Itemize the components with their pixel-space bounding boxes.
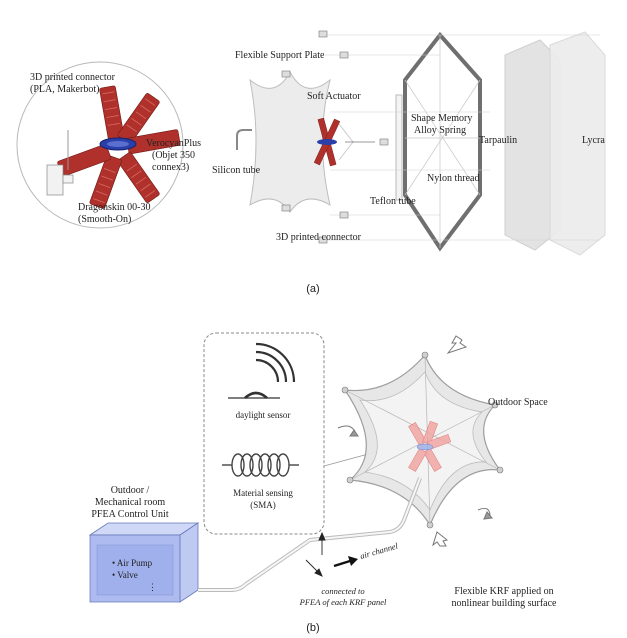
soft-actuator-icon — [313, 117, 354, 167]
sma-spring-frame — [403, 31, 482, 252]
verocyan-label-3: connex3) — [152, 162, 189, 173]
nylon-thread-label: Nylon thread — [427, 173, 480, 184]
flexible-krf-label-1: Flexible KRF applied on — [454, 586, 553, 597]
connector-markers — [281, 30, 389, 244]
panel-b: daylight sensor Material sensing (SMA) — [88, 332, 558, 634]
verocyan-label-2: (Objet 350 — [152, 150, 195, 161]
soft-actuator-label: Soft Actuator — [307, 91, 361, 102]
bottom-connector-label: 3D printed connector — [276, 232, 362, 243]
control-label-2: Mechanical room — [95, 497, 165, 508]
dragonskin-label-2: (Smooth-On) — [78, 214, 131, 225]
shape-memory-label-2: Alloy Spring — [414, 125, 466, 136]
panel-a: 3D printed connector (PLA, Makerbot) Ver… — [16, 30, 606, 295]
silicon-tube-label: Silicon tube — [212, 165, 261, 176]
air-channel-label: air channel — [359, 540, 400, 561]
lycra-label: Lycra — [582, 135, 605, 146]
control-label-1: Outdoor / — [111, 485, 150, 496]
control-label-3: PFEA Control Unit — [91, 509, 168, 520]
actuator-detail-icon — [46, 85, 181, 209]
branch-arrows — [305, 531, 326, 577]
connected-label-1: connected to — [321, 586, 364, 596]
caption-a: (a) — [306, 283, 319, 295]
flexible-support-plate-label: Flexible Support Plate — [235, 50, 325, 61]
connected-label-2: PFEA of each KRF panel — [299, 597, 387, 607]
sensor-box — [203, 332, 325, 535]
teflon-tube-label: Teflon tube — [370, 196, 416, 207]
ellipsis-label: ⋮ — [148, 582, 157, 592]
air-pump-label: • Air Pump — [112, 558, 153, 568]
air-channel-arrow-icon — [333, 556, 358, 568]
caption-b: (b) — [306, 622, 319, 634]
control-box — [88, 522, 200, 603]
movement-arrows — [337, 335, 493, 547]
shape-memory-label-1: Shape Memory — [411, 113, 472, 124]
assembly-lines — [325, 34, 600, 241]
sma-coil-icon — [222, 453, 299, 477]
material-sensing-label-1: Material sensing — [233, 488, 293, 498]
krf-panel — [341, 351, 504, 529]
connector-label-2: (PLA, Makerbot) — [30, 84, 99, 95]
silicon-tube — [236, 129, 252, 150]
tarpaulin-label: Tarpaulin — [479, 135, 517, 146]
verocyan-label-1: VerocyanPlus — [146, 138, 201, 149]
material-sensing-label-2: (SMA) — [250, 500, 276, 510]
flexible-support-plate — [249, 70, 331, 213]
daylight-sensor-icon — [228, 342, 296, 399]
teflon-plate — [395, 94, 403, 201]
outdoor-space-label: Outdoor Space — [488, 397, 548, 408]
daylight-sensor-label: daylight sensor — [236, 410, 291, 420]
dragonskin-label-1: Dragonskin 00-30 — [78, 202, 151, 213]
connector-label-1: 3D printed connector — [30, 72, 116, 83]
flexible-krf-label-2: nonlinear building surface — [452, 598, 558, 609]
valve-label: • Valve — [112, 570, 138, 580]
